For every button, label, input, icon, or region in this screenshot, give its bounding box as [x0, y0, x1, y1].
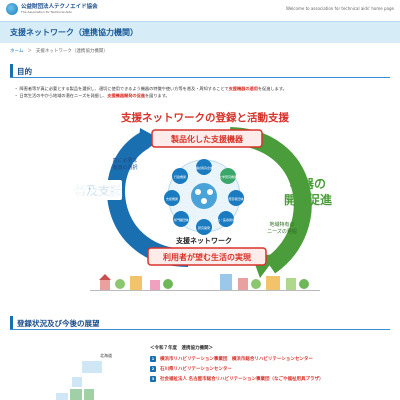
bullet2-post: を図ります。	[144, 93, 170, 98]
org-name: 公益財団法人テクノエイド協会	[21, 4, 98, 10]
network-label: 支援ネットワーク	[175, 236, 232, 245]
registration-card: 北海道 ＜令和７年度 連携協力機関＞ 1 横浜市リハビリテーション事業団 横浜市…	[10, 335, 390, 400]
people-icon-b	[207, 189, 213, 195]
node-label: 専門職団体	[173, 217, 188, 222]
tree-icon	[251, 279, 261, 289]
item-text: 社会福祉法人 名古屋市総合リハビリテーション事業団（なごや福祉用具プラザ）	[160, 377, 324, 382]
ground-line	[90, 290, 320, 291]
people-icon-c	[201, 198, 207, 204]
network-center-icon	[191, 183, 217, 209]
node-label: 研究開発	[198, 225, 210, 230]
node-circle	[196, 219, 212, 235]
item-text: 横浜市リハビリテーション事業団 横浜市総合リハビリテーションセンター	[160, 357, 313, 362]
purpose-bullet-2: ・ 日常生活の中から地域の潜在ニーズを発掘し、支援機器開発の促進を図ります。	[14, 92, 390, 99]
page-title: 支援ネットワーク（連携協力機関）	[10, 28, 138, 37]
item-number: 1	[150, 356, 156, 362]
site-logo[interactable]: 公益財団法人テクノエイド協会 The Association for Techn…	[6, 3, 98, 15]
left-arrow-label: 普及支援	[74, 183, 123, 198]
tree-icon	[115, 279, 125, 289]
tree-icon	[299, 279, 309, 289]
node-circle	[218, 211, 234, 227]
house-icon	[266, 276, 280, 290]
node-circle	[173, 211, 189, 227]
node-circle	[172, 168, 188, 184]
logo-mark-icon	[6, 3, 18, 15]
node-circle	[196, 159, 212, 175]
page-title-bar: 支援ネットワーク（連携協力機関）	[0, 21, 400, 43]
registration-item[interactable]: 1 横浜市リハビリテーション事業団 横浜市総合リハビリテーションセンター	[150, 356, 390, 362]
bullet2-pre: ・ 日常生活の中から地域の潜在ニーズを発掘し、	[14, 93, 108, 98]
breadcrumb-current: 支援ネットワーク（連携協力機関）	[35, 49, 108, 54]
house-icon	[150, 280, 160, 290]
people-icon-a	[195, 189, 201, 195]
purpose-bullet-1: ・ 障害者等が真に必要とする製品を選択し、適切に使用できるよう機器の特徴や使い方…	[14, 85, 390, 92]
node-circle	[220, 168, 236, 184]
map-region	[84, 389, 94, 400]
bullet1-highlight: 支援機器の適用	[228, 86, 258, 91]
right-arrow-label-2: 開発促進	[284, 192, 333, 207]
top-product-box	[151, 129, 263, 148]
right-note-2: ニーズの発掘	[267, 228, 297, 235]
network-nodes: 福祉用具企業 大学研究機関 障害者団体 福祉・医療関係者 研究開発 専門職団体 …	[164, 159, 244, 235]
logo-text: 公益財団法人テクノエイド協会 The Association for Techn…	[21, 4, 98, 14]
bullet2-highlight: 支援機器開発の促進	[107, 93, 145, 98]
bottom-box-text: 利用者が望む生活の実現	[162, 252, 251, 262]
map-region-hokkaido	[82, 361, 102, 373]
map-region	[56, 393, 68, 400]
roof-icon	[99, 274, 111, 280]
tree-icon	[163, 279, 173, 289]
registration-item[interactable]: 2 石川県リハビリテーションセンター	[150, 366, 390, 372]
top-bar: 公益財団法人テクノエイド協会 The Association for Techn…	[0, 0, 400, 20]
map-region-label: 北海道	[100, 352, 112, 358]
item-number: 3	[150, 376, 156, 382]
registration-item[interactable]: 3 社会福祉法人 名古屋市総合リハビリテーション事業団（なごや福祉用具プラザ）	[150, 376, 390, 382]
map-region	[72, 377, 82, 387]
org-sub: The Association for Technical Aids	[21, 10, 72, 14]
node-circle	[164, 190, 180, 206]
bottom-life-box	[147, 247, 267, 266]
node-circle	[228, 190, 244, 206]
purpose-section-heading: 目的	[10, 64, 390, 78]
support-network-diagram: 支援ネットワークの登録と活動支援 製品化した支援機器 利用者が望む生活の実現 普…	[74, 111, 333, 291]
breadcrumb: ホーム ＞ 支援ネットワーク（連携協力機関）	[10, 48, 108, 54]
breadcrumb-home-link[interactable]: ホーム	[10, 49, 24, 54]
left-note-2: 機器の選択	[112, 164, 137, 171]
diagram-title: 支援ネットワークの登録と活動支援	[120, 111, 289, 124]
purpose-bullets: ・ 障害者等が真に必要とする製品を選択し、適切に使用できるよう機器の特徴や使い方…	[14, 85, 390, 99]
registration-list: ＜令和７年度 連携協力機関＞ 1 横浜市リハビリテーション事業団 横浜市総合リハ…	[150, 345, 390, 386]
map-region	[70, 389, 82, 400]
node-label: 行政機関	[174, 174, 186, 179]
town-illustration	[90, 274, 320, 291]
left-label-bg	[74, 180, 122, 200]
node-label: 大学研究機関	[219, 174, 237, 179]
right-arrow-label-1: 機器の	[290, 176, 326, 191]
purpose-heading-text: 目的	[17, 67, 32, 76]
house-icon	[130, 276, 142, 290]
top-box-text: 製品化した支援機器	[170, 134, 244, 144]
building-icon	[220, 274, 232, 290]
bullet1-pre: ・ 障害者等が真に必要とする製品を選択し、適切に使用できるよう機器の特徴や使い方…	[14, 86, 229, 91]
registration-list-title: ＜令和７年度 連携協力機関＞	[150, 346, 213, 351]
node-label: 福祉・医療関係者	[214, 217, 238, 222]
left-arrow-head	[138, 128, 162, 154]
japan-map: 北海道	[56, 352, 112, 400]
left-note-1: 真に必要な	[112, 157, 137, 164]
house-icon	[286, 278, 296, 290]
registration-heading-text: 登録状況及び今後の展望	[17, 319, 100, 328]
node-label: 障害者団体	[228, 196, 243, 201]
right-note-1: 地域特有の	[269, 221, 294, 228]
item-number: 2	[150, 366, 156, 372]
item-text: 石川県リハビリテーションセンター	[160, 367, 232, 372]
house-icon	[100, 280, 110, 290]
house-icon	[238, 278, 248, 290]
node-label: 支援機関	[166, 196, 178, 201]
bullet1-post: を促進します。	[257, 86, 287, 91]
node-label: 福祉用具企業	[195, 165, 213, 170]
breadcrumb-separator: ＞	[27, 49, 32, 54]
welcome-text: Welcome to association for technical aid…	[286, 6, 394, 11]
registration-section-heading: 登録状況及び今後の展望	[10, 316, 390, 330]
